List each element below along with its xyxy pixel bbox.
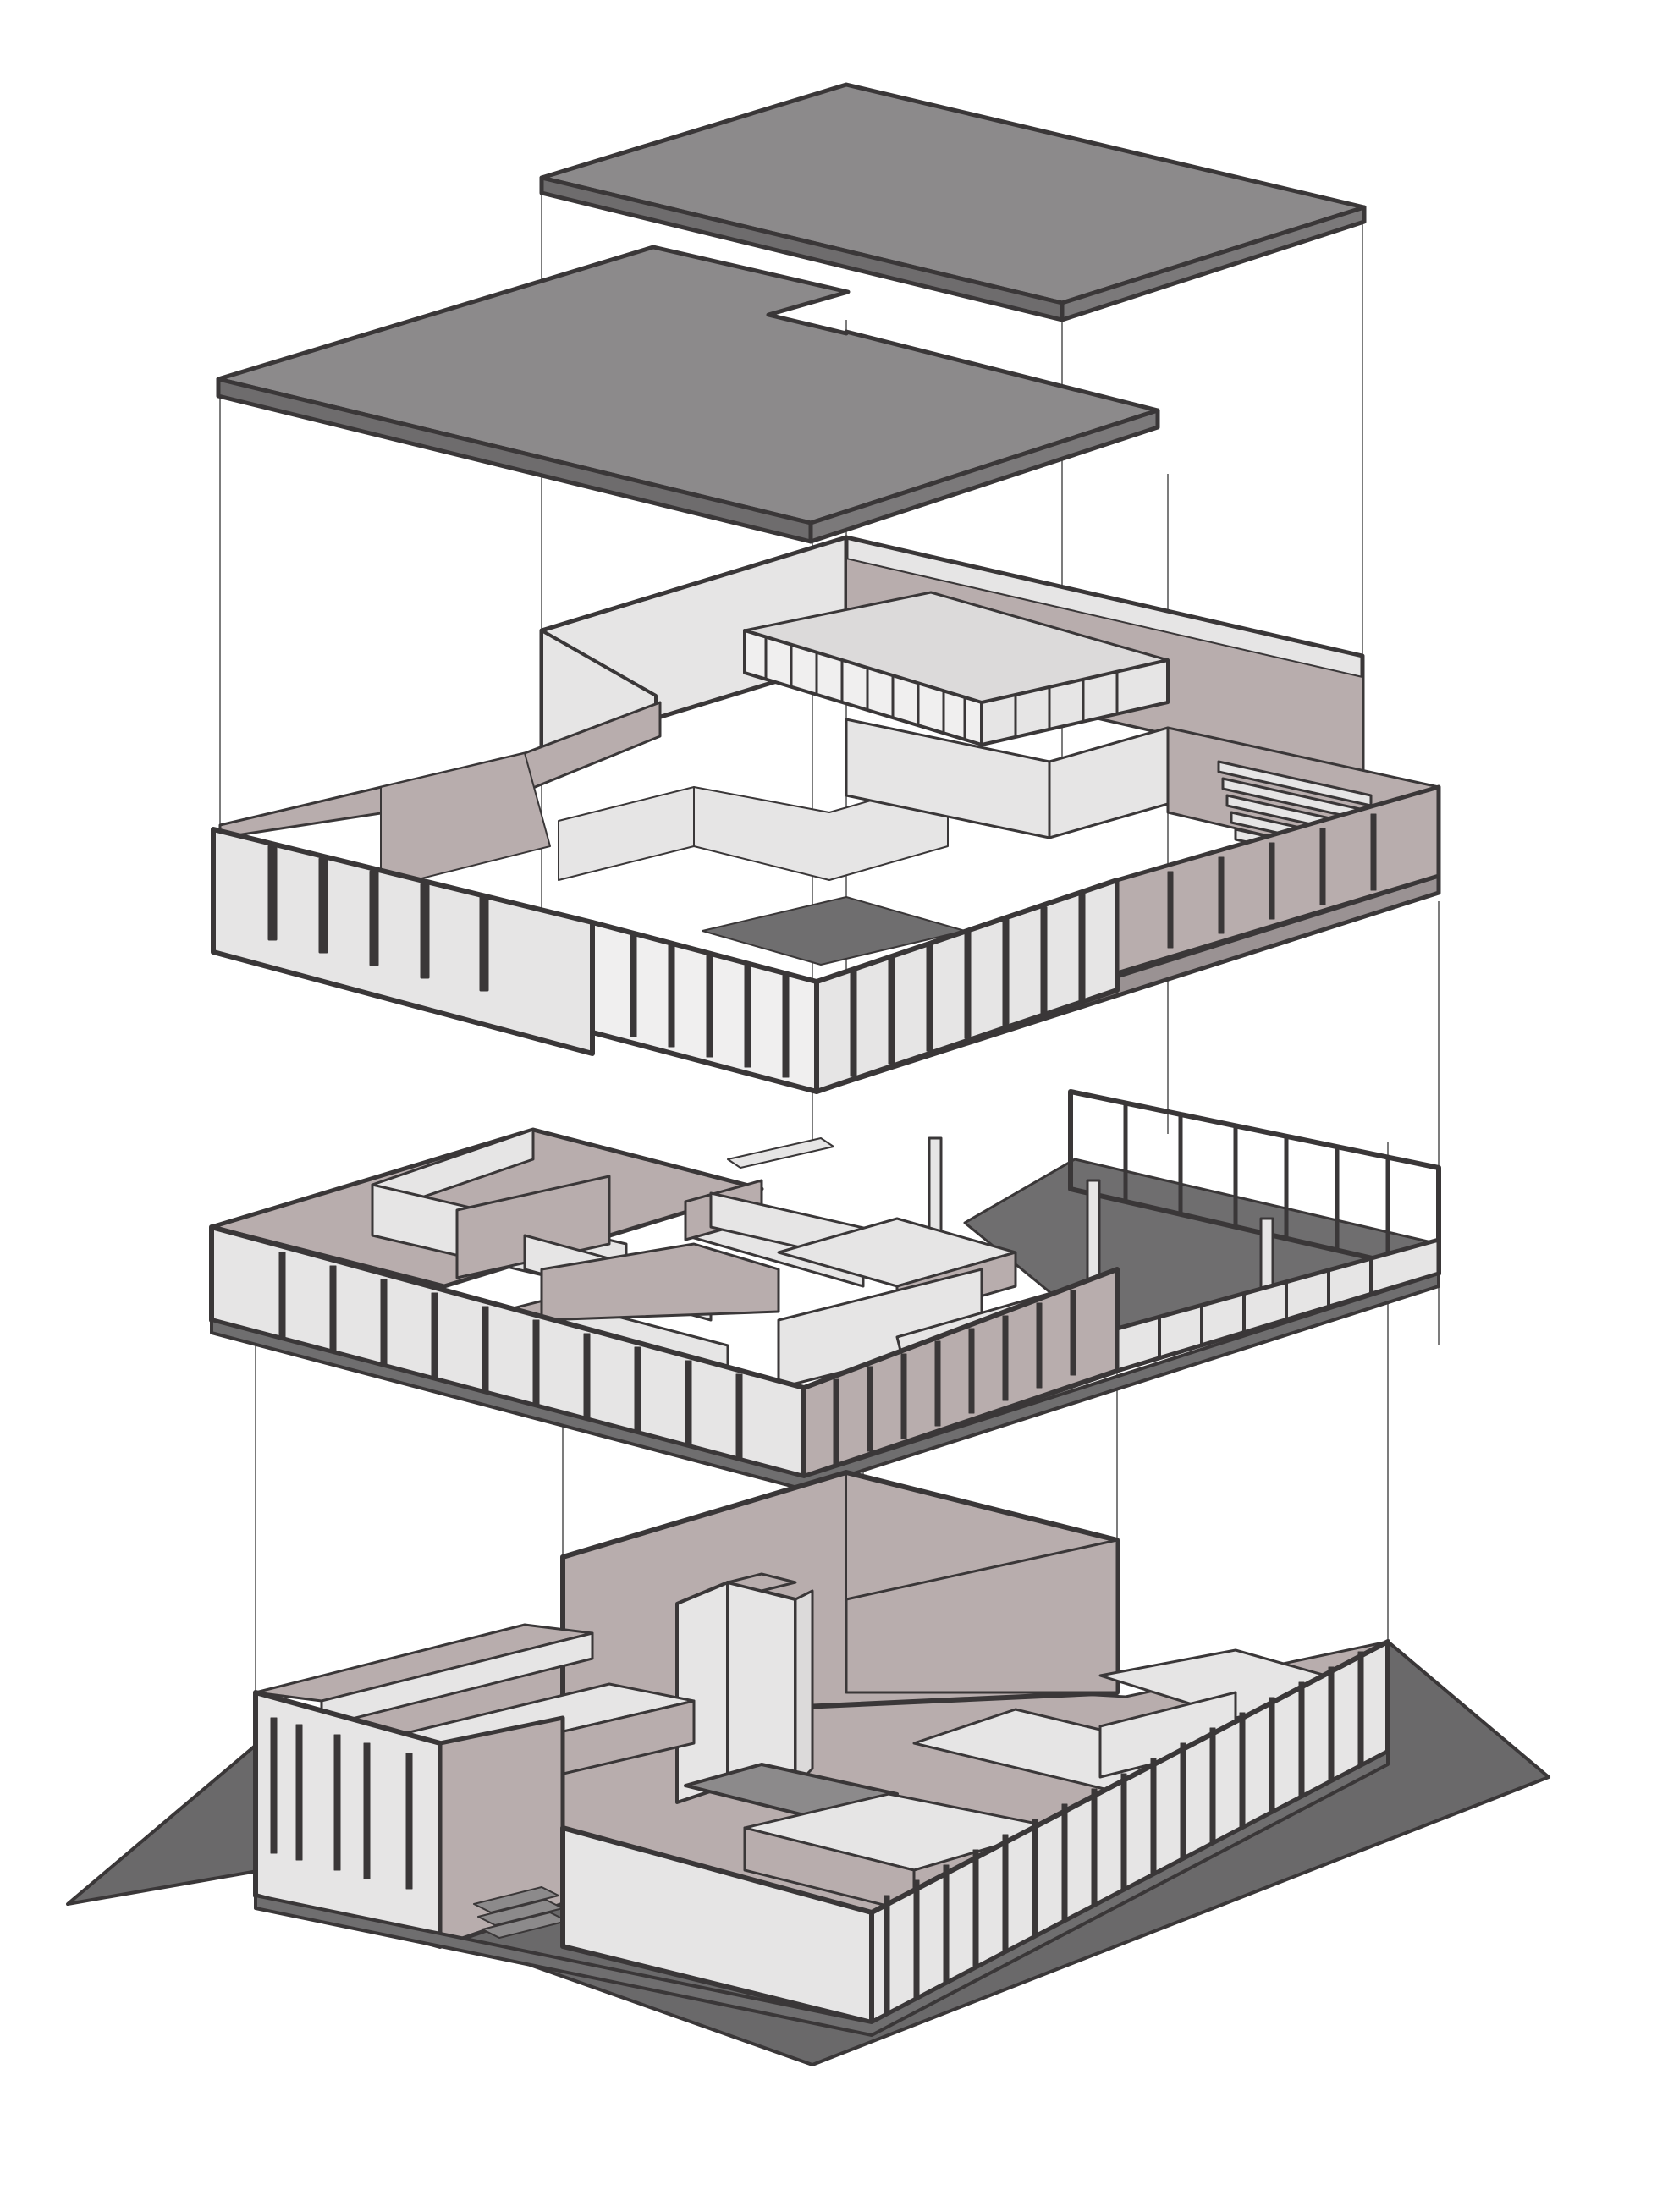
roof-upper-slab: [539, 82, 1367, 322]
roof-lower-slab: [216, 245, 1160, 544]
ground-floor: [66, 1470, 1550, 2066]
upper-floor: [211, 535, 1441, 1094]
middle-floor: [209, 1089, 1441, 1491]
